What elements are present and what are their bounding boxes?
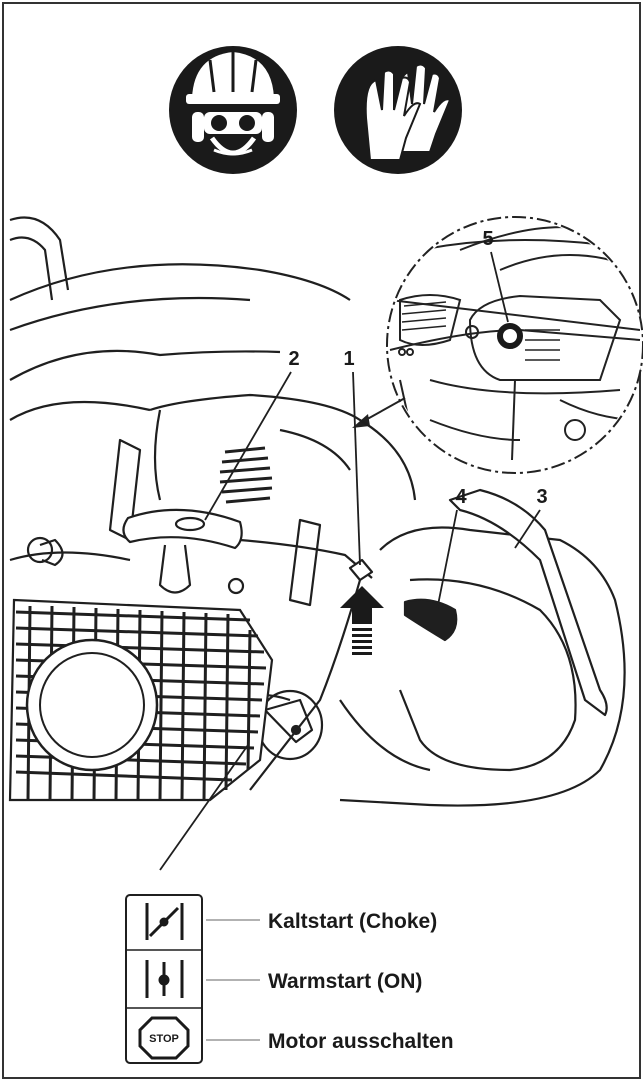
starter-grille bbox=[8, 598, 274, 802]
gloves-icon bbox=[334, 46, 462, 174]
legend-label-stop: Motor ausschalten bbox=[268, 1030, 454, 1053]
detail-inset bbox=[386, 216, 643, 474]
leader-line-2 bbox=[204, 371, 292, 521]
svg-text:STOP: STOP bbox=[149, 1033, 179, 1045]
choke-push-arrow bbox=[340, 586, 384, 655]
callout-3: 3 bbox=[536, 486, 547, 508]
helmet-goggles-earmuffs-icon bbox=[169, 46, 297, 174]
callout-1: 1 bbox=[343, 348, 354, 370]
stop-symbol-icon: STOP bbox=[138, 1016, 190, 1060]
leader-line-legend bbox=[159, 744, 249, 871]
callout-5: 5 bbox=[482, 228, 493, 250]
callout-2: 2 bbox=[288, 348, 299, 370]
leader-line-5 bbox=[490, 251, 509, 323]
leader-line-3 bbox=[514, 509, 541, 549]
switch-position-legend: STOP Kaltstart (Choke) Warmstart (ON) Mo… bbox=[125, 894, 454, 1064]
leader-line-1 bbox=[352, 371, 361, 566]
leader-line-4 bbox=[436, 509, 458, 611]
on-symbol-icon bbox=[145, 960, 184, 998]
legend-label-choke: Kaltstart (Choke) bbox=[268, 910, 437, 933]
chainsaw-illustration bbox=[9, 216, 626, 807]
callout-4: 4 bbox=[455, 486, 467, 508]
legend-label-on: Warmstart (ON) bbox=[268, 970, 422, 993]
choke-symbol-icon bbox=[145, 903, 184, 940]
